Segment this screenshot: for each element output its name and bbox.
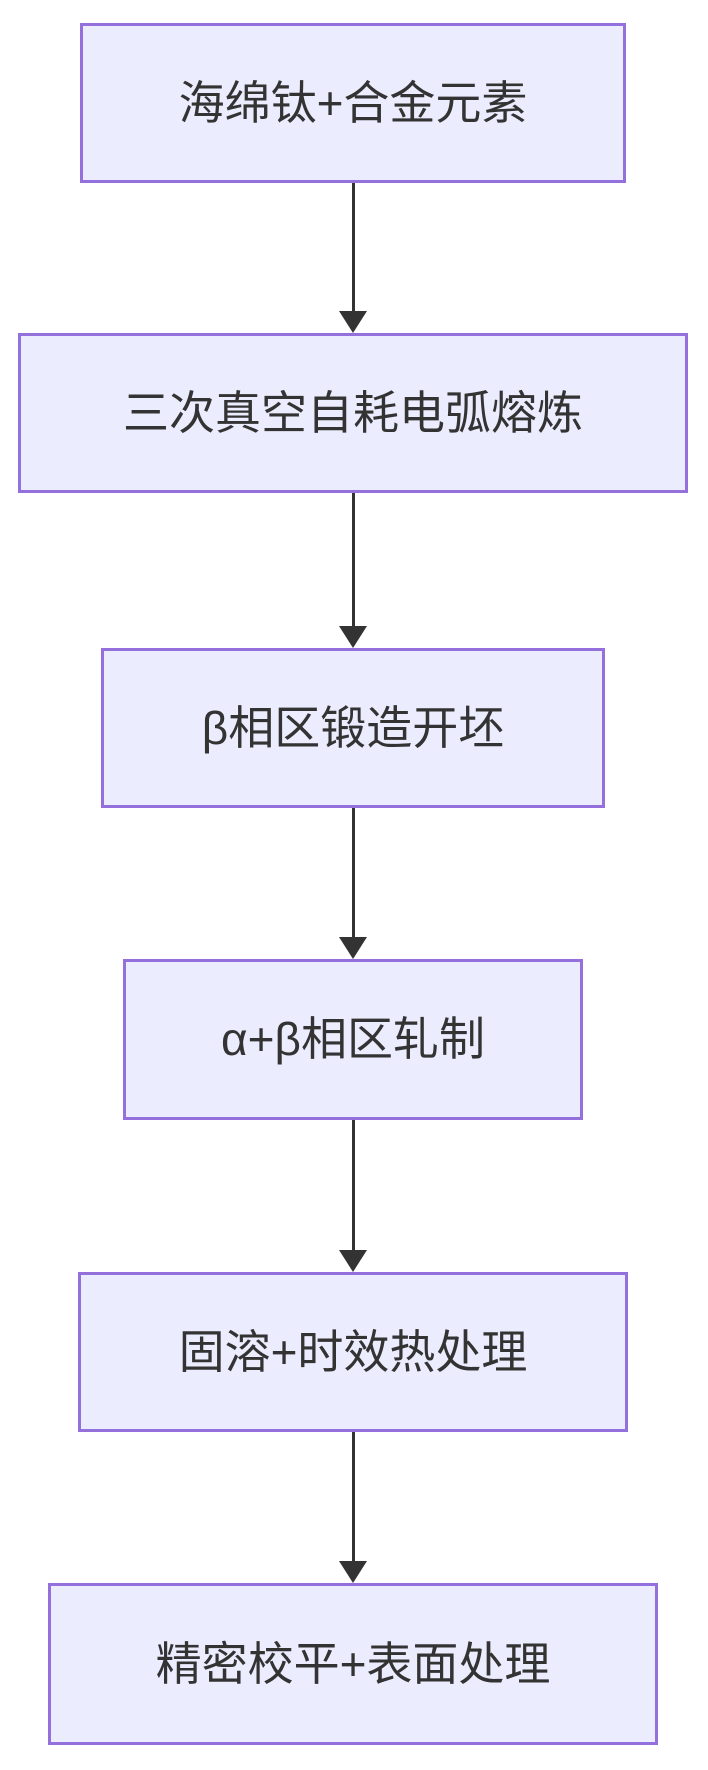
- arrow-down-icon: [339, 1561, 367, 1583]
- flow-node-sponge-titanium: 海绵钛+合金元素: [80, 23, 626, 183]
- flow-node-alpha-beta-rolling: α+β相区轧制: [123, 959, 583, 1120]
- arrow-line: [351, 808, 355, 937]
- flow-node-label: 精密校平+表面处理: [155, 1637, 551, 1690]
- flow-node-label: 海绵钛+合金元素: [178, 76, 528, 129]
- arrow-down-icon: [339, 311, 367, 333]
- flow-node-vacuum-arc-melting: 三次真空自耗电弧熔炼: [18, 333, 688, 493]
- arrow-line: [351, 183, 355, 311]
- arrow-line: [351, 1432, 355, 1561]
- flow-arrow-2: [339, 493, 367, 648]
- flow-node-label: 固溶+时效热处理: [178, 1325, 528, 1378]
- arrow-down-icon: [339, 1250, 367, 1272]
- flow-node-label: α+β相区轧制: [221, 1013, 485, 1066]
- flow-node-leveling-surface-treatment: 精密校平+表面处理: [48, 1583, 658, 1745]
- flow-arrow-4: [339, 1120, 367, 1272]
- flow-node-heat-treatment: 固溶+时效热处理: [78, 1272, 628, 1432]
- flow-node-label: β相区锻造开坯: [201, 701, 505, 754]
- flow-node-label: 三次真空自耗电弧熔炼: [123, 386, 583, 439]
- arrow-line: [351, 493, 355, 626]
- flow-arrow-1: [339, 183, 367, 333]
- arrow-down-icon: [339, 626, 367, 648]
- arrow-line: [351, 1120, 355, 1250]
- flow-node-beta-forging: β相区锻造开坯: [101, 648, 605, 808]
- flow-arrow-5: [339, 1432, 367, 1583]
- arrow-down-icon: [339, 937, 367, 959]
- flow-arrow-3: [339, 808, 367, 959]
